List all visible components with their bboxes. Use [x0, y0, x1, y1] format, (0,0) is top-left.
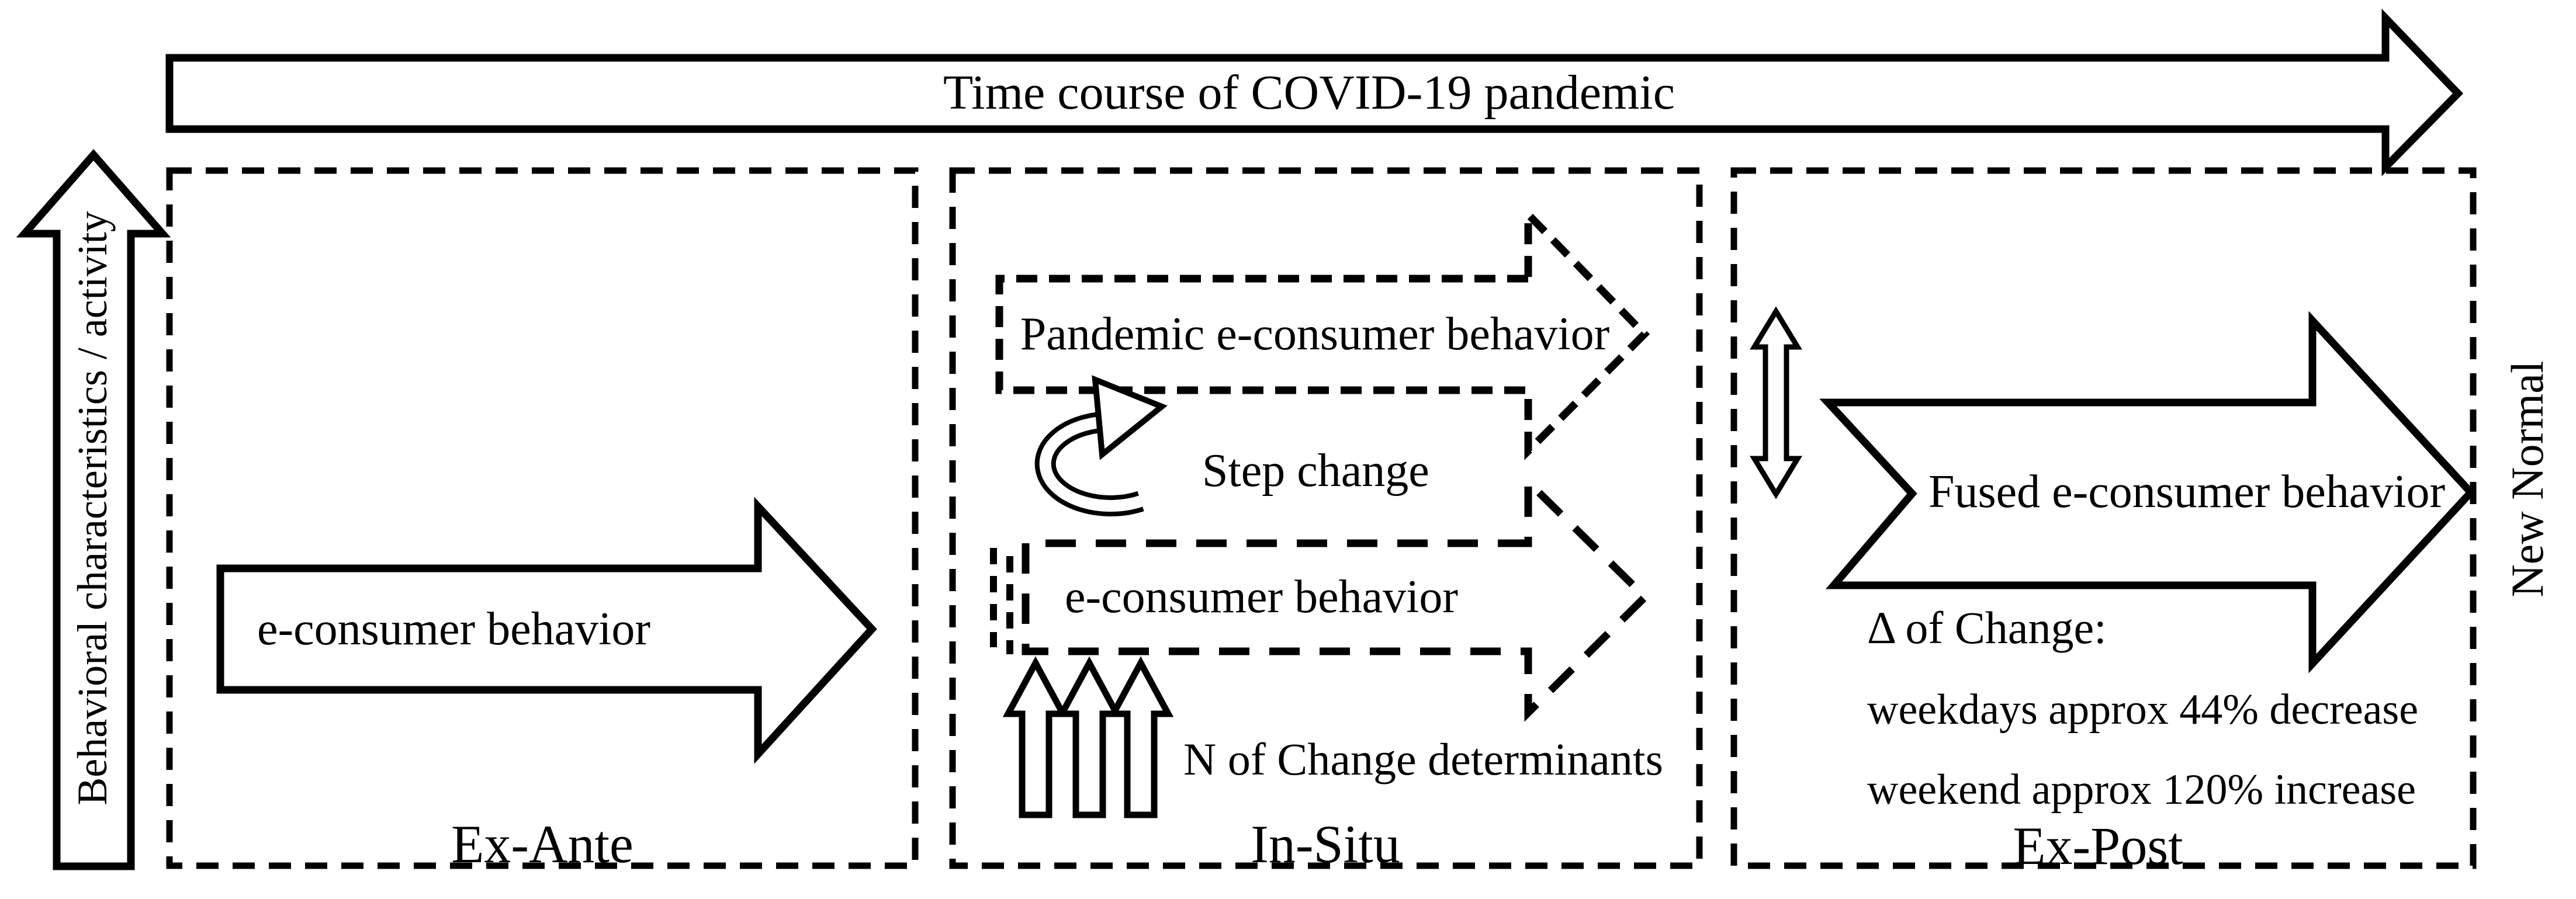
ex-ante-consumer-arrow — [216, 497, 877, 764]
time-course-arrow — [165, 8, 2464, 176]
in-situ-consumer-arrow-label: e-consumer behavior — [1065, 571, 1459, 623]
step-change-icon — [1034, 375, 1168, 516]
change-determinant-arrow-1 — [1002, 656, 1069, 818]
time-course-label: Time course of COVID-19 pandemic — [943, 65, 1675, 120]
change-determinant-arrow-2 — [1056, 656, 1123, 818]
step-change-label: Step change — [1202, 445, 1429, 497]
step-change-icon-ribbon-fill — [1039, 415, 1143, 512]
step-change-icon-arrowhead — [1092, 375, 1168, 460]
ex-post-phase-label: Ex-Post — [2013, 816, 2183, 876]
ex-ante-box — [166, 167, 919, 869]
change-determinant-arrow-3 — [1107, 656, 1174, 818]
change-determinants-label: N of Change determinants — [1183, 734, 1663, 785]
delta-updown-arrow — [1750, 306, 1802, 499]
in-situ-consumer-arrow — [1022, 473, 1651, 722]
fused-arrow-label: Fused e-consumer behavior — [1928, 466, 2446, 518]
ex-ante-arrow-label: e-consumer behavior — [257, 603, 651, 655]
delta-weekend-label: weekend approx 120% increase — [1867, 766, 2416, 814]
delta-heading-label: Δ of Change: — [1867, 602, 2107, 653]
new-normal-label: New Normal — [2502, 360, 2553, 598]
behavior-axis-label: Behavioral characteristics / activity — [69, 211, 116, 806]
fused-consumer-arrow — [1819, 311, 2476, 674]
delta-weekdays-label: weekdays approx 44% decrease — [1867, 686, 2419, 734]
pandemic-arrow-label: Pandemic e-consumer behavior — [1020, 308, 1610, 360]
ex-ante-phase-label: Ex-Ante — [451, 814, 633, 874]
in-situ-phase-label: In-Situ — [1251, 814, 1400, 874]
in-situ-box — [949, 167, 1703, 869]
ex-post-box — [1730, 167, 2477, 869]
behavior-axis-arrow — [16, 149, 171, 870]
